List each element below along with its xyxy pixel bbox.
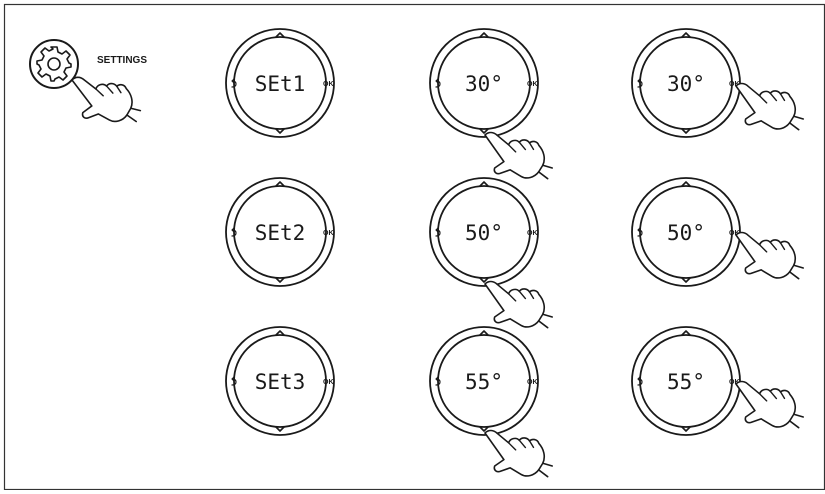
chevron-up-icon: [681, 330, 691, 336]
settings-button: [29, 39, 79, 89]
back-arrow-icon: [231, 227, 237, 237]
back-arrow-icon: [231, 376, 237, 386]
dial-readout: 55°: [465, 370, 503, 394]
dial-readout: SEt1: [255, 72, 306, 96]
ok-label: OK: [323, 379, 334, 386]
chevron-down-icon: [275, 426, 285, 432]
chevron-up-icon: [479, 330, 489, 336]
chevron-down-icon: [681, 426, 691, 432]
thermostat-dial: OK SEt1: [225, 28, 335, 138]
thermostat-dial: OK 55°: [429, 326, 555, 486]
chevron-up-icon: [275, 181, 285, 187]
chevron-down-icon: [681, 128, 691, 134]
pointing-hand-icon: [734, 74, 806, 139]
back-arrow-icon: [435, 376, 441, 386]
ok-label: OK: [729, 379, 740, 386]
ok-label: OK: [323, 81, 334, 88]
chevron-up-icon: [275, 32, 285, 38]
pointing-hand-icon: [734, 372, 806, 437]
back-arrow-icon: [637, 78, 643, 88]
back-arrow-icon: [637, 227, 643, 237]
pointing-hand-icon: [483, 421, 555, 486]
pointing-hand-icon: [734, 223, 806, 288]
dial-readout: 50°: [465, 221, 503, 245]
chevron-down-icon: [479, 426, 489, 432]
ok-label: OK: [729, 81, 740, 88]
chevron-down-icon: [479, 277, 489, 283]
pointing-hand-icon: [483, 272, 555, 337]
chevron-up-icon: [681, 32, 691, 38]
settings-label: SETTINGS: [97, 55, 147, 66]
dial-readout: SEt3: [255, 370, 306, 394]
chevron-down-icon: [275, 128, 285, 134]
ok-label: OK: [527, 230, 538, 237]
chevron-down-icon: [479, 128, 489, 134]
back-arrow-icon: [637, 376, 643, 386]
dial-readout: 50°: [667, 221, 705, 245]
ok-label: OK: [527, 81, 538, 88]
ok-label: OK: [323, 230, 334, 237]
chevron-down-icon: [275, 277, 285, 283]
back-arrow-icon: [435, 227, 441, 237]
dial-readout: 30°: [667, 72, 705, 96]
thermostat-dial: OK 30°: [429, 28, 555, 188]
thermostat-dial: OK 50°: [631, 177, 806, 288]
back-arrow-icon: [435, 78, 441, 88]
dial-readout: SEt2: [255, 221, 306, 245]
thermostat-dial: OK 50°: [429, 177, 555, 337]
thermostat-dial: OK 30°: [631, 28, 806, 139]
pointing-hand-icon: [70, 66, 143, 133]
thermostat-dial: OK 55°: [631, 326, 806, 437]
chevron-down-icon: [681, 277, 691, 283]
chevron-up-icon: [681, 181, 691, 187]
ok-label: OK: [527, 379, 538, 386]
back-arrow-icon: [231, 78, 237, 88]
dial-readout: 30°: [465, 72, 503, 96]
ok-label: OK: [729, 230, 740, 237]
dial-readout: 55°: [667, 370, 705, 394]
chevron-up-icon: [479, 181, 489, 187]
pointing-hand-icon: [483, 123, 555, 188]
thermostat-dial: OK SEt2: [225, 177, 335, 287]
thermostat-dial: OK SEt3: [225, 326, 335, 436]
chevron-up-icon: [479, 32, 489, 38]
chevron-up-icon: [275, 330, 285, 336]
